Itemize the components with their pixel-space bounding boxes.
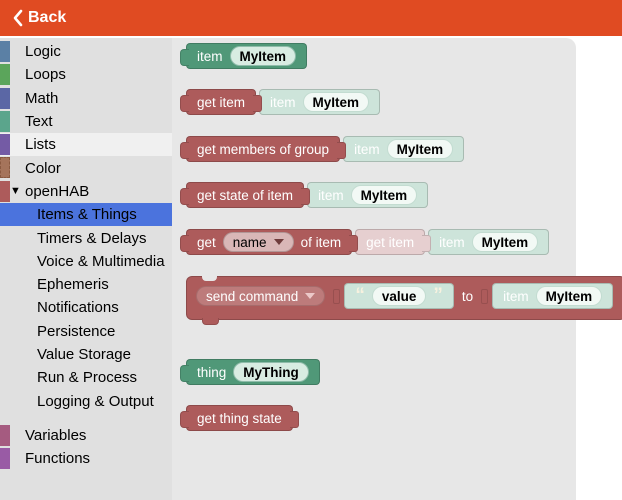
block-label: item [197, 48, 223, 64]
item-name-field[interactable]: MyItem [471, 232, 539, 252]
block-get-members-of-group[interactable]: get members of group item MyItem [179, 136, 465, 162]
sidebar-item-ephemeris[interactable]: Ephemeris [37, 276, 109, 294]
sidebar-item-text[interactable]: Text [0, 110, 172, 133]
shadow-item-block[interactable]: item MyItem [492, 283, 614, 309]
sidebar-item-color[interactable]: Color [0, 156, 172, 179]
close-quote: ” [433, 285, 443, 306]
shadow-item-block[interactable]: item MyItem [307, 182, 429, 208]
block-label: get [197, 234, 216, 250]
block-thing[interactable]: thing MyThing [180, 359, 320, 385]
item-name-field[interactable]: MyItem [386, 139, 454, 159]
block-label: get members of group [197, 141, 330, 157]
category-color-chip [0, 41, 10, 62]
shadow-get-item-block[interactable]: get item [355, 229, 432, 255]
item-name-field[interactable]: MyItem [350, 185, 418, 205]
block-label: item [318, 187, 344, 203]
block-item[interactable]: item MyItem [179, 43, 308, 69]
category-color-chip [0, 448, 10, 470]
dropdown-arrow-icon [273, 239, 284, 245]
sidebar-item-notifications[interactable]: Notifications [37, 299, 119, 317]
thing-name-field[interactable]: MyThing [233, 362, 309, 382]
item-name-field[interactable]: MyItem [302, 92, 370, 112]
block-get-item[interactable]: get item item MyItem [179, 89, 381, 115]
top-bar: Back [0, 0, 622, 36]
sidebar-item-timers-delays[interactable]: Timers & Delays [37, 229, 147, 247]
block-send-command[interactable]: send command “ value ” to item MyItem [186, 276, 622, 325]
toolbox-category-list: Logic Loops Math Text Lists Color ▼ open… [0, 38, 172, 500]
sidebar-item-persistence[interactable]: Persistence [37, 322, 116, 340]
category-color-chip [0, 180, 10, 202]
input-connector [481, 288, 489, 304]
command-type-dropdown[interactable]: send command [196, 286, 326, 306]
category-color-chip [0, 424, 10, 446]
attribute-dropdown[interactable]: name [222, 232, 294, 252]
block-label: item [354, 141, 380, 157]
block-label: item [270, 94, 296, 110]
item-name-field[interactable]: MyItem [229, 46, 297, 66]
category-color-chip [0, 110, 10, 132]
sidebar-item-loops[interactable]: Loops [0, 63, 172, 86]
block-get-thing-state[interactable]: get thing state [180, 405, 299, 431]
item-name-field[interactable]: MyItem [535, 286, 603, 306]
sidebar-item-functions[interactable]: Functions [0, 447, 172, 470]
command-value-field[interactable]: value [371, 286, 427, 306]
block-label: to [461, 288, 474, 304]
expand-arrow-icon: ▼ [10, 185, 21, 198]
sidebar-item-items-and-things[interactable]: Items & Things [0, 203, 172, 227]
block-label: get item [366, 234, 415, 250]
block-label: item [439, 234, 465, 250]
category-color-chip [0, 134, 10, 156]
open-quote: “ [355, 285, 365, 306]
sidebar-item-lists[interactable]: Lists [0, 133, 172, 157]
sidebar-item-voice-multimedia[interactable]: Voice & Multimedia [37, 252, 165, 270]
sidebar-item-openhab[interactable]: ▼ openHAB [0, 180, 172, 203]
back-chevron-icon [13, 9, 23, 27]
block-label: get state of item [197, 187, 294, 203]
sidebar-item-logic[interactable]: Logic [0, 40, 172, 63]
category-color-chip [0, 64, 10, 86]
shadow-item-block[interactable]: item MyItem [259, 89, 381, 115]
sidebar-item-value-storage[interactable]: Value Storage [37, 346, 131, 363]
shadow-text-block[interactable]: “ value ” [344, 283, 454, 309]
shadow-item-block[interactable]: item MyItem [428, 229, 550, 255]
sidebar-item-logging-output[interactable]: Logging & Output [37, 392, 154, 410]
block-label: get thing state [197, 410, 282, 426]
category-gap [0, 413, 172, 424]
input-connector [333, 288, 341, 304]
block-get-state-of-item[interactable]: get state of item item MyItem [179, 182, 429, 208]
block-label: get item [197, 94, 246, 110]
block-get-attribute-of-item[interactable]: get name of item get item item MyItem [179, 229, 550, 255]
sidebar-item-variables[interactable]: Variables [0, 424, 172, 447]
back-button[interactable]: Back [12, 9, 66, 27]
category-color-chip [0, 87, 10, 109]
sidebar-item-run-process[interactable]: Run & Process [37, 369, 138, 387]
category-color-chip [0, 157, 10, 179]
sidebar-item-math[interactable]: Math [0, 87, 172, 110]
block-label: of item [300, 234, 342, 250]
back-label: Back [28, 9, 67, 26]
block-label: thing [197, 364, 227, 380]
shadow-item-block[interactable]: item MyItem [343, 136, 465, 162]
block-label: item [503, 288, 529, 304]
dropdown-arrow-icon [305, 293, 316, 299]
